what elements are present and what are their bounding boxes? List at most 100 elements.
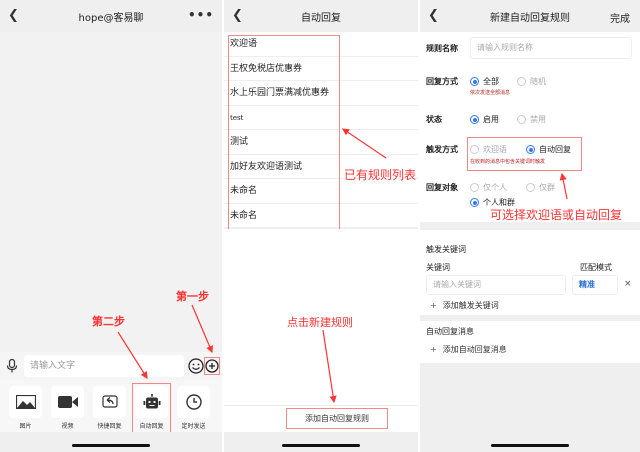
rule-item[interactable]: 未命名 [224, 179, 418, 204]
rule-form: 规则名称 请输入规则名称 回复方式 全部 随机 依次发送全部消息 状态 启用 禁… [420, 32, 640, 222]
more-dots-icon[interactable]: ••• [187, 8, 214, 22]
reply-mode-hint: 依次发送全部消息 [470, 90, 511, 96]
delete-keyword-icon[interactable]: × [624, 279, 632, 289]
radio-label: 欢迎语 [483, 145, 507, 154]
add-keyword-label: 添加触发关键词 [442, 301, 499, 310]
chat-input-bar: 请输入文字 [0, 352, 222, 380]
emoji-icon[interactable] [188, 358, 204, 374]
home-indicator [282, 444, 360, 447]
add-message-button[interactable]: +添加自动回复消息 [430, 344, 507, 355]
trigger-welcome-radio[interactable]: 欢迎语 [470, 144, 507, 155]
radio-label: 仅群 [539, 183, 555, 192]
tool-image[interactable]: 图片 [9, 386, 42, 432]
radio-label: 自动回复 [539, 145, 571, 154]
tool-label: 快捷回复 [97, 423, 122, 430]
plus-icon: + [430, 345, 437, 354]
add-rule-button[interactable]: 添加自动回复规则 [286, 408, 388, 429]
done-button[interactable]: 完成 [610, 14, 630, 25]
quick-reply-icon [101, 395, 118, 408]
tool-video[interactable]: 视频 [51, 386, 84, 432]
annotation-frame [467, 137, 582, 171]
microphone-icon[interactable] [6, 359, 18, 373]
bottom-strip [0, 432, 222, 452]
rule-name-input[interactable]: 请输入规则名称 [470, 37, 632, 59]
chevron-left-icon[interactable]: ❮ [8, 8, 19, 23]
rule-item[interactable]: 王权免税店优惠券 [224, 57, 418, 81]
radio-unchecked-icon [470, 183, 479, 192]
rule-list: 欢迎语 王权免税店优惠券 水上乐园门票满减优惠券 test 测试 加好友欢迎语测… [224, 32, 418, 228]
radio-label: 启用 [483, 115, 499, 124]
target-personal-radio[interactable]: 仅个人 [470, 182, 507, 193]
more-functions-button[interactable] [204, 357, 220, 375]
rule-name-label: 规则名称 [426, 44, 458, 53]
message-section: 自动回复消息 +添加自动回复消息 [420, 321, 640, 363]
keyword-section-title: 触发关键词 [426, 245, 466, 254]
radio-unchecked-icon [517, 77, 526, 86]
rule-item[interactable]: test [224, 106, 418, 130]
tool-auto-reply[interactable]: 自动回复 [132, 383, 171, 435]
tool-scheduled-send[interactable]: 定时发送 [177, 386, 210, 432]
chat-title: hope@客易聊 [78, 12, 144, 24]
auto-reply-list-screen: ❮ 自动回复 欢迎语 王权免税店优惠券 水上乐园门票满减优惠券 test 测试 … [224, 0, 418, 452]
radio-checked-icon [470, 198, 479, 207]
rule-item[interactable]: 加好友欢迎语测试 [224, 155, 418, 179]
bottom-strip [224, 432, 418, 452]
reply-mode-all-radio[interactable]: 全部 [470, 76, 499, 87]
radio-checked-icon [470, 77, 479, 86]
home-indicator [491, 444, 569, 447]
tool-label: 图片 [19, 423, 32, 430]
radio-label: 仅个人 [483, 183, 507, 192]
annotation-choose-trigger: 可选择欢迎语或自动回复 [490, 208, 623, 222]
section-divider [420, 315, 640, 321]
tool-label: 视频 [61, 423, 74, 430]
new-rule-screen: ❮ 新建自动回复规则 完成 规则名称 请输入规则名称 回复方式 全部 随机 依次… [420, 0, 640, 452]
new-rule-navbar: ❮ 新建自动回复规则 完成 [420, 0, 640, 32]
status-label: 状态 [426, 115, 442, 124]
keyword-input[interactable]: 请输入关键词 [426, 275, 566, 295]
annotation-step2: 第二步 [92, 315, 125, 328]
rule-item[interactable]: 欢迎语 [224, 32, 418, 57]
message-section-title: 自动回复消息 [426, 327, 474, 336]
tool-label: 定时发送 [181, 423, 206, 430]
chat-message-area [0, 32, 222, 352]
bottom-strip [420, 432, 640, 452]
message-input[interactable]: 请输入文字 [24, 355, 184, 377]
auto-reply-navbar: ❮ 自动回复 [224, 0, 418, 32]
page-title: 新建自动回复规则 [490, 12, 570, 24]
rule-item[interactable]: 测试 [224, 130, 418, 155]
rule-item[interactable]: 未命名 [224, 204, 418, 228]
reply-mode-random-radio[interactable]: 随机 [517, 76, 546, 87]
list-blank-area [224, 229, 418, 406]
chevron-left-icon[interactable]: ❮ [428, 8, 439, 23]
radio-unchecked-icon [526, 183, 535, 192]
status-enabled-radio[interactable]: 启用 [470, 114, 499, 125]
add-keyword-button[interactable]: + 添加触发关键词 [430, 300, 499, 311]
chat-navbar: ❮ hope@客易聊 ••• [0, 0, 222, 32]
keyword-label: 关键词 [426, 263, 450, 272]
tool-quick-reply[interactable]: 快捷回复 [93, 386, 126, 432]
rule-item[interactable]: 水上乐园门票满减优惠券 [224, 81, 418, 106]
annotation-click-new-rule: 点击新建规则 [287, 316, 353, 329]
radio-unchecked-icon [517, 115, 526, 124]
section-divider [420, 222, 640, 230]
target-both-radio[interactable]: 个人和群 [470, 197, 515, 208]
radio-label: 全部 [483, 77, 499, 86]
page-title: 自动回复 [301, 12, 341, 24]
target-label: 回复对象 [426, 183, 458, 192]
trigger-auto-reply-radio[interactable]: 自动回复 [526, 144, 571, 155]
chevron-left-icon[interactable]: ❮ [232, 8, 243, 23]
video-icon [57, 396, 78, 408]
radio-label: 随机 [530, 77, 546, 86]
status-disabled-radio[interactable]: 禁用 [517, 114, 546, 125]
tool-label: 自动回复 [139, 423, 164, 430]
plus-icon: + [430, 301, 437, 310]
trigger-label: 触发方式 [426, 145, 458, 154]
radio-unchecked-icon [470, 145, 479, 154]
plus-circle-icon [205, 359, 219, 373]
match-mode-label: 匹配模式 [580, 263, 612, 272]
radio-checked-icon [526, 145, 535, 154]
radio-checked-icon [470, 115, 479, 124]
keyword-section: 触发关键词 关键词 匹配模式 请输入关键词 精准 × + 添加触发关键词 [420, 230, 640, 315]
match-mode-select[interactable]: 精准 [572, 275, 618, 295]
target-group-radio[interactable]: 仅群 [526, 182, 555, 193]
